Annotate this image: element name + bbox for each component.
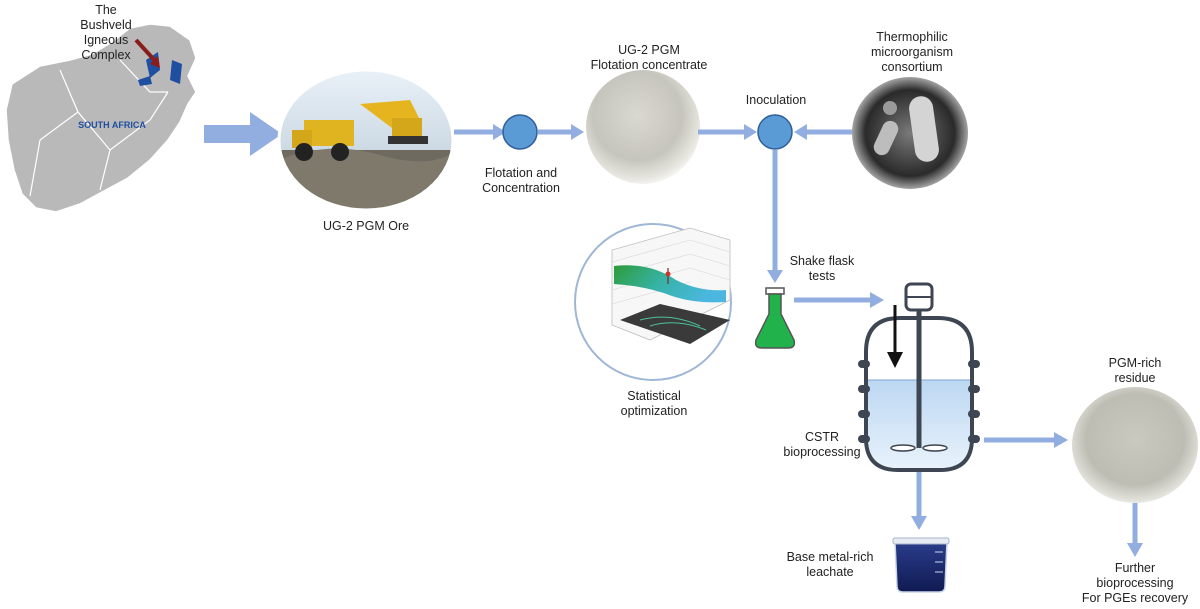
concentrate-label: UG-2 PGM Flotation concentrate	[590, 43, 708, 72]
cstr-reactor-icon	[858, 282, 980, 472]
leachate-label: Base metal-rich leachate	[786, 550, 874, 579]
residue-powder-photo	[1072, 387, 1198, 503]
further-bioprocessing-label: Further bioprocessing For PGEs recovery	[1081, 561, 1189, 605]
inoculation-label: Inoculation	[745, 93, 807, 107]
concentrate-powder-photo	[586, 70, 700, 184]
flotation-node	[502, 114, 538, 150]
cstr-label: CSTR bioprocessing	[783, 430, 861, 459]
bushveld-complex-label: The Bushveld Igneous Complex	[80, 3, 132, 62]
erlenmeyer-flask-icon	[754, 287, 796, 349]
residue-label: PGM-rich residue	[1108, 356, 1162, 385]
response-surface-plot-icon	[574, 223, 732, 381]
shake-flask-label: Shake flask tests	[789, 254, 855, 283]
south-africa-map-label: SOUTH AFRICA	[78, 120, 146, 130]
south-africa-map-icon	[5, 23, 197, 213]
inoculation-node	[757, 114, 793, 150]
microorganism-micrograph	[852, 77, 968, 189]
leachate-beaker-icon	[892, 537, 950, 593]
mining-truck-photo	[277, 68, 455, 212]
microorganism-label: Thermophilic microorganism consortium	[871, 30, 953, 74]
map-to-ore-arrow	[204, 112, 282, 156]
statistical-optimization-label: Statistical optimization	[620, 389, 688, 418]
ore-label: UG-2 PGM Ore	[322, 219, 410, 233]
flotation-label: Flotation and Concentration	[482, 166, 560, 195]
